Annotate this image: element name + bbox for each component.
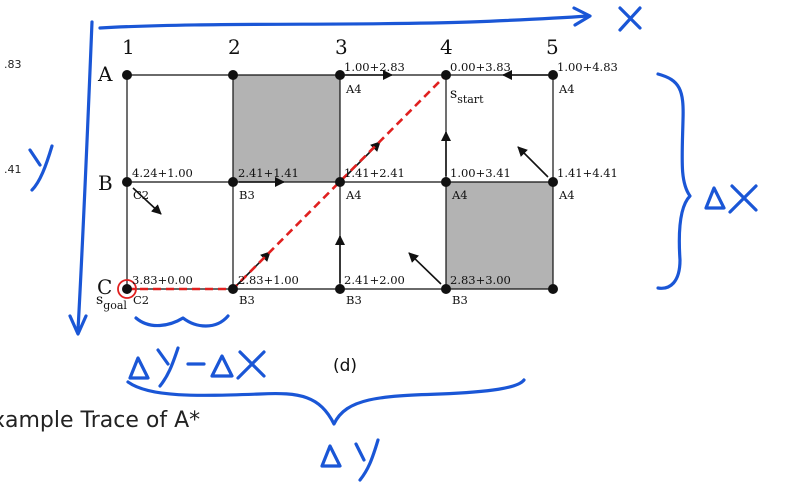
parent-b3: A4 (345, 188, 362, 202)
cost-b4: 1.00+3.41 (450, 166, 511, 180)
column-label-2: 2 (228, 35, 241, 59)
delta-y-minus-delta-x-brace (134, 314, 230, 328)
blocked-cell-b4 (446, 182, 553, 289)
x-axis-arrow (98, 14, 590, 30)
node-a2 (228, 70, 238, 80)
parent-b4: A4 (451, 188, 468, 202)
node-a5 (548, 70, 558, 80)
cost-b2: 2.41+1.41 (238, 166, 299, 180)
node-b4 (441, 177, 451, 187)
grid-nodes (122, 70, 558, 294)
node-b1 (122, 177, 132, 187)
delta-x-text-icon (704, 184, 758, 214)
parent-a5: A4 (558, 82, 575, 96)
cost-b5: 1.41+4.41 (557, 166, 618, 180)
pointer-b5 (517, 146, 549, 178)
parent-c1: C2 (133, 293, 149, 307)
row-label-c: C (97, 275, 112, 299)
delta-x-brace (656, 72, 692, 290)
row-label-a: A (97, 62, 113, 86)
column-label-3: 3 (335, 35, 348, 59)
cost-b3: 1.41+2.41 (344, 166, 405, 180)
column-label-5: 5 (546, 35, 559, 59)
node-a1 (122, 70, 132, 80)
delta-y-brace (126, 378, 526, 426)
parent-c2: B3 (239, 293, 255, 307)
node-c2 (228, 284, 238, 294)
node-c4 (441, 284, 451, 294)
node-b2 (228, 177, 238, 187)
parent-b2: B3 (239, 188, 255, 202)
parent-c4: B3 (452, 293, 468, 307)
edge-fragment-top: .83 (4, 58, 22, 71)
parent-a3: A4 (345, 82, 362, 96)
cost-a4: 0.00+3.83 (450, 60, 511, 74)
cost-a3: 1.00+2.83 (344, 60, 405, 74)
cost-c4: 2.83+3.00 (450, 273, 511, 287)
node-a4 (441, 70, 451, 80)
column-label-1: 1 (122, 35, 135, 59)
delta-y-minus-delta-x-text-icon (128, 346, 266, 388)
node-c3 (335, 284, 345, 294)
subfigure-label: (d) (333, 356, 357, 376)
cost-c3: 2.41+2.00 (344, 273, 405, 287)
pointer-c4 (408, 252, 442, 285)
start-label: sstart (450, 86, 484, 106)
cost-c1: 3.83+0.00 (132, 273, 193, 287)
x-letter-icon (618, 6, 642, 32)
cost-a5: 1.00+4.83 (557, 60, 618, 74)
pointer-b1 (132, 187, 162, 215)
node-b5 (548, 177, 558, 187)
delta-y-text-icon (320, 438, 380, 482)
figure-caption: xample Trace of A* (0, 408, 201, 433)
node-c5 (548, 284, 558, 294)
parent-b5: A4 (558, 188, 575, 202)
cost-c2: 2.83+1.00 (238, 273, 299, 287)
column-label-4: 4 (440, 35, 453, 59)
goal-label: sgoal (96, 292, 127, 312)
node-c1 (122, 284, 132, 294)
handwritten-annotations (28, 6, 758, 482)
parent-c3: B3 (346, 293, 362, 307)
y-axis-arrow (76, 20, 94, 332)
node-a3 (335, 70, 345, 80)
parent-b1: C2 (133, 188, 149, 202)
cost-b1: 4.24+1.00 (132, 166, 193, 180)
row-label-b: B (98, 171, 113, 195)
blocked-cell-a2 (233, 75, 340, 182)
edge-fragment-middle: .41 (4, 163, 22, 176)
node-b3 (335, 177, 345, 187)
y-letter-icon (28, 144, 54, 192)
goal-marker-ring (117, 279, 137, 299)
